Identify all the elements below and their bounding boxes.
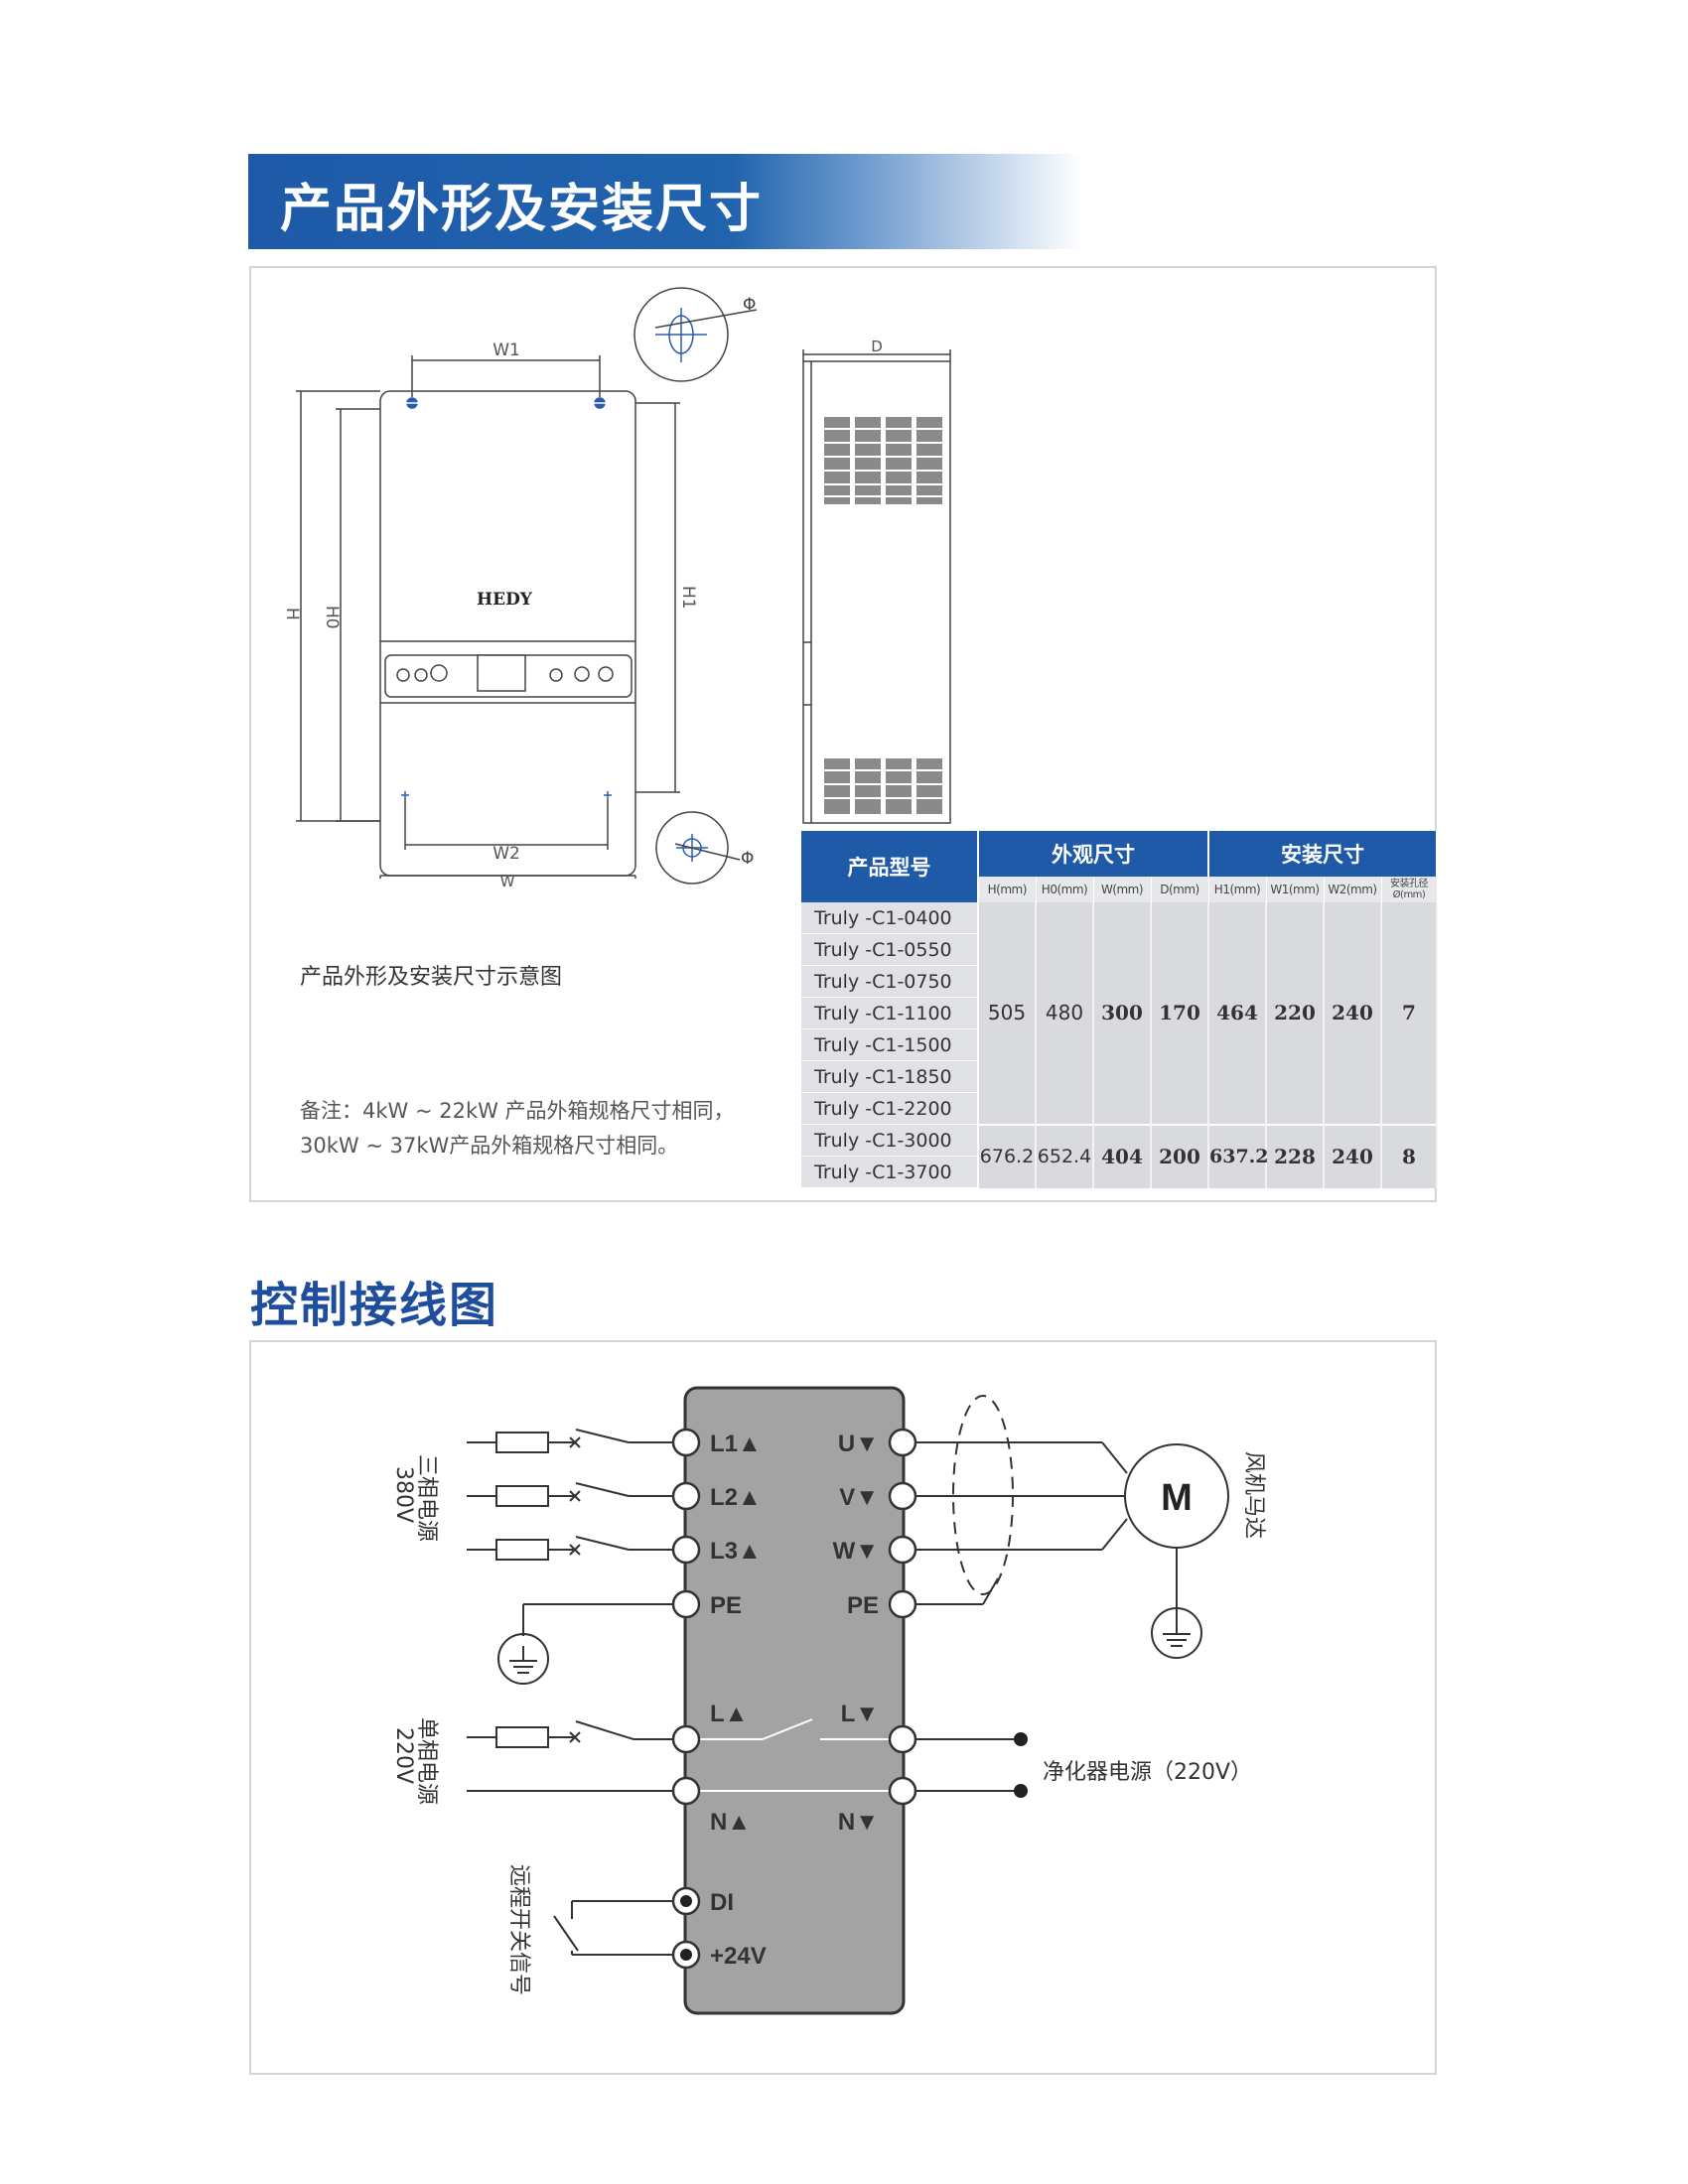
model-row-1100: Truly -C1-1100 <box>801 997 979 1029</box>
fuse-x-marks <box>569 1436 581 1743</box>
model-row-1500: Truly -C1-1500 <box>801 1028 979 1061</box>
hole-detail-bottom <box>655 811 729 885</box>
g2-w: 404 <box>1093 1123 1152 1188</box>
out-n-dot <box>1014 1784 1028 1798</box>
g2-h1: 637.2 <box>1208 1123 1269 1188</box>
g1-w: 300 <box>1093 902 1152 1125</box>
label-w: W <box>500 873 515 890</box>
remote-signal-label: 远程开关信号 <box>506 1864 531 1995</box>
model-row-3700: Truly -C1-3700 <box>801 1156 979 1188</box>
label-w2: W2 <box>492 844 520 864</box>
brand-logo: HEDY <box>477 590 533 610</box>
g2-w2: 240 <box>1324 1123 1382 1188</box>
purifier-power-label: 净化器电源（220V） <box>1043 1760 1252 1785</box>
label-h: H <box>282 608 302 620</box>
g2-hole: 8 <box>1381 1123 1438 1188</box>
header-model: 产品型号 <box>801 831 979 902</box>
v24-terminal-dot <box>680 1949 692 1961</box>
vent-grille-bottom <box>824 758 942 814</box>
g1-hole: 7 <box>1381 902 1438 1125</box>
label-phi-top: Φ <box>743 295 756 315</box>
single-phase-voltage: 220V <box>391 1727 416 1784</box>
fan-motor-label: 风机马达 <box>1241 1451 1266 1539</box>
subheader-h1: H1(mm) <box>1208 877 1267 902</box>
model-row-3000: Truly -C1-3000 <box>801 1124 979 1157</box>
enclosure-side-view <box>802 360 951 824</box>
term-l2: L2▲ <box>710 1484 762 1511</box>
header-appearance: 外观尺寸 <box>978 831 1209 877</box>
motor-symbol: M <box>1161 1477 1193 1519</box>
term-l3: L3▲ <box>710 1538 762 1565</box>
label-w1: W1 <box>492 341 520 360</box>
di-terminal-dot <box>680 1895 692 1907</box>
term-pe-right: PE <box>847 1592 879 1619</box>
label-phi-bottom: Φ <box>741 849 754 869</box>
g2-w1: 228 <box>1266 1123 1325 1188</box>
vent-slats <box>824 428 943 799</box>
label-h1: H1 <box>678 586 698 610</box>
three-phase-label: 三相电源 <box>414 1454 439 1542</box>
model-row-0750: Truly -C1-0750 <box>801 965 979 998</box>
vent-grille-top <box>824 417 942 504</box>
subheader-w: W(mm) <box>1093 877 1152 902</box>
single-phase-label: 单相电源 <box>414 1717 439 1805</box>
note-line-1: 备注：4kW ~ 22kW 产品外箱规格尺寸相同， <box>300 1099 735 1123</box>
g1-d: 170 <box>1151 902 1209 1125</box>
section-banner <box>248 154 1082 249</box>
subheader-w1: W1(mm) <box>1266 877 1325 902</box>
section-title: 产品外形及安装尺寸 <box>280 180 764 239</box>
term-v: V▼ <box>839 1484 879 1511</box>
term-l: L▲ <box>710 1701 748 1727</box>
diagram-caption: 产品外形及安装尺寸示意图 <box>300 965 563 990</box>
g2-h: 676.2 <box>978 1123 1037 1188</box>
term-n-out: N▼ <box>838 1809 879 1836</box>
note-line-2: 30kW ~ 37kW产品外箱规格尺寸相同。 <box>300 1134 679 1158</box>
header-install: 安装尺寸 <box>1208 831 1438 877</box>
spec-table: 产品型号 外观尺寸 安装尺寸 H(mm) H0(mm) W(mm) D(mm) … <box>801 831 1438 1202</box>
term-w: W▼ <box>833 1538 879 1565</box>
subheader-h: H(mm) <box>978 877 1037 902</box>
g1-h0: 480 <box>1036 902 1094 1125</box>
term-u: U▼ <box>838 1431 879 1457</box>
g1-h1: 464 <box>1208 902 1267 1125</box>
model-row-0550: Truly -C1-0550 <box>801 933 979 966</box>
term-pe-left: PE <box>710 1592 742 1619</box>
g1-w1: 220 <box>1266 902 1325 1125</box>
terminals <box>671 1428 917 1970</box>
g2-d: 200 <box>1151 1123 1209 1188</box>
g1-h: 505 <box>978 902 1037 1125</box>
term-l-out: L▼ <box>841 1701 879 1727</box>
term-di: DI <box>710 1889 734 1916</box>
subheader-d: D(mm) <box>1151 877 1209 902</box>
term-n: N▲ <box>710 1809 751 1836</box>
wiring-section-title: 控制接线图 <box>250 1278 499 1333</box>
model-row-1850: Truly -C1-1850 <box>801 1060 979 1093</box>
label-h0: H0 <box>322 606 342 629</box>
subheader-hole: 安装孔径 Ø(mm) <box>1381 877 1438 902</box>
controller-body <box>683 1386 906 2015</box>
subheader-h0: H0(mm) <box>1036 877 1094 902</box>
term-l1: L1▲ <box>710 1431 762 1457</box>
model-row-2200: Truly -C1-2200 <box>801 1092 979 1125</box>
term-24v: +24V <box>710 1943 767 1970</box>
three-phase-voltage: 380V <box>391 1466 416 1523</box>
subheader-w2: W2(mm) <box>1324 877 1382 902</box>
g2-h0: 652.4 <box>1036 1123 1094 1188</box>
hole-detail-top <box>633 287 729 382</box>
out-l-dot <box>1014 1732 1028 1746</box>
g1-w2: 240 <box>1324 902 1382 1125</box>
label-d: D <box>871 338 883 355</box>
model-row-0400: Truly -C1-0400 <box>801 902 979 934</box>
